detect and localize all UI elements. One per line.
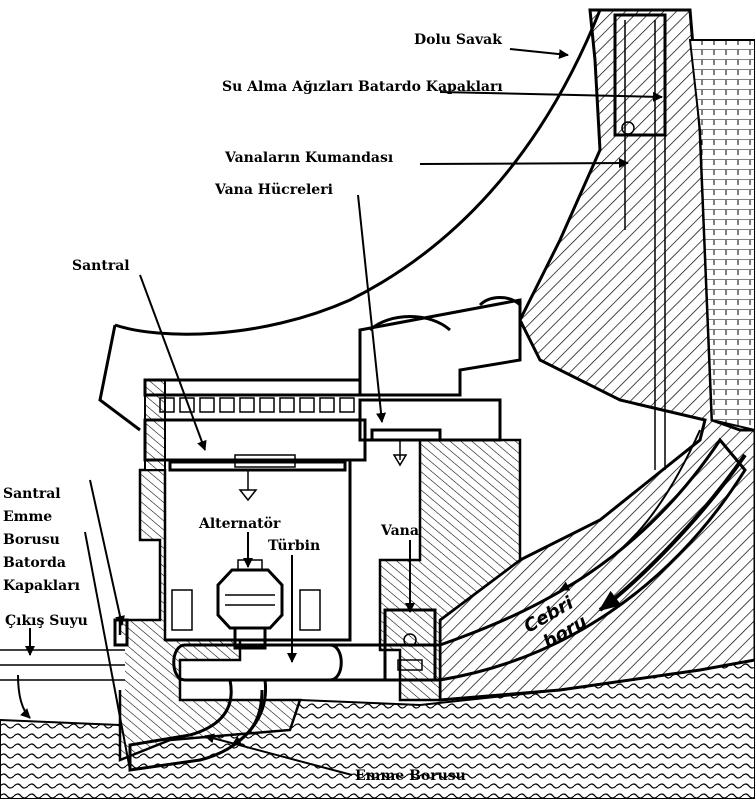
draft-flow-arrow <box>231 689 264 747</box>
penstock-flow-arrow-2 <box>559 429 701 591</box>
valve-cells-building <box>358 296 522 467</box>
label-dolu-savak: Dolu Savak <box>414 32 502 48</box>
label-santral-emme-4: Batorda <box>3 555 66 571</box>
label-vana-hucreleri: Vana Hücreleri <box>214 182 333 198</box>
spillway-lip <box>98 324 141 432</box>
tailwater <box>0 618 129 690</box>
label-su-alma: Su Alma Ağızları Batardo Kapakları <box>222 79 503 95</box>
spillway-curve <box>114 9 602 336</box>
label-vana: Vana <box>380 523 419 539</box>
powerhouse-building <box>143 378 367 642</box>
label-santral-emme-2: Emme <box>3 509 52 525</box>
label-emme-borusu: Emme Borusu <box>355 768 466 784</box>
penstock-flow-arrow-1 <box>598 453 747 612</box>
generator-unit <box>171 559 321 650</box>
label-santral-emme-1: Santral <box>3 486 61 502</box>
label-turbin: Türbin <box>268 538 320 554</box>
label-vanalarin-kumandasi: Vanaların Kumandası <box>224 150 393 166</box>
label-cikis-suyu: Çıkış Suyu <box>5 613 88 629</box>
powerhouse-foundation <box>118 468 302 762</box>
label-santral-emme-5: Kapakları <box>3 578 80 594</box>
tailwater-flow-arrow <box>17 674 31 719</box>
penstock-pipe <box>330 437 747 682</box>
draft-tube <box>128 678 268 772</box>
label-alternator: Alternatör <box>198 516 281 532</box>
label-santral: Santral <box>72 258 130 274</box>
leader-lines <box>25 48 663 776</box>
dam-upstream-face <box>688 39 755 432</box>
valve-chamber-walls <box>378 438 522 702</box>
label-santral-emme-3: Borusu <box>3 532 60 548</box>
